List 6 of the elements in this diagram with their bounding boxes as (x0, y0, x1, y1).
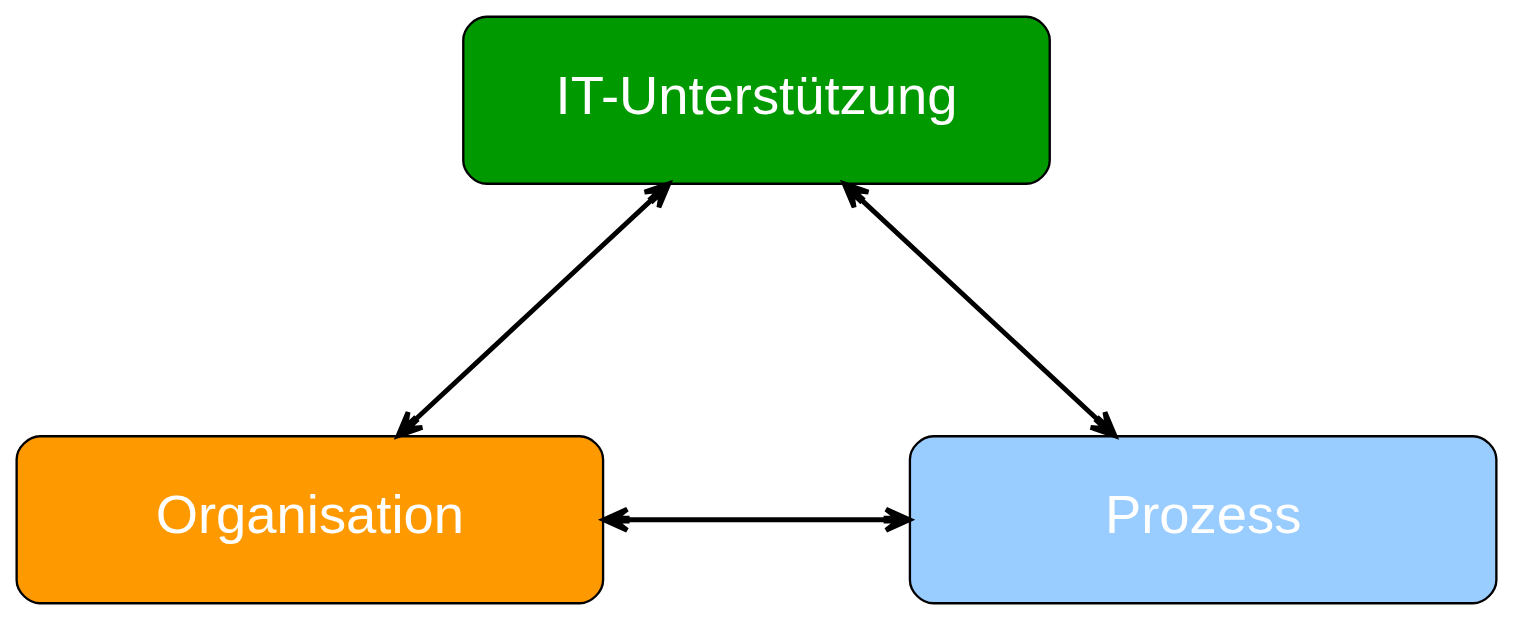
arrow (601, 506, 912, 533)
arrow (395, 181, 672, 439)
arrow (841, 181, 1118, 439)
node-box: Organisation (15, 435, 605, 605)
node-box: IT-Unterstützung (462, 15, 1051, 185)
node-box: Prozess (908, 435, 1498, 605)
